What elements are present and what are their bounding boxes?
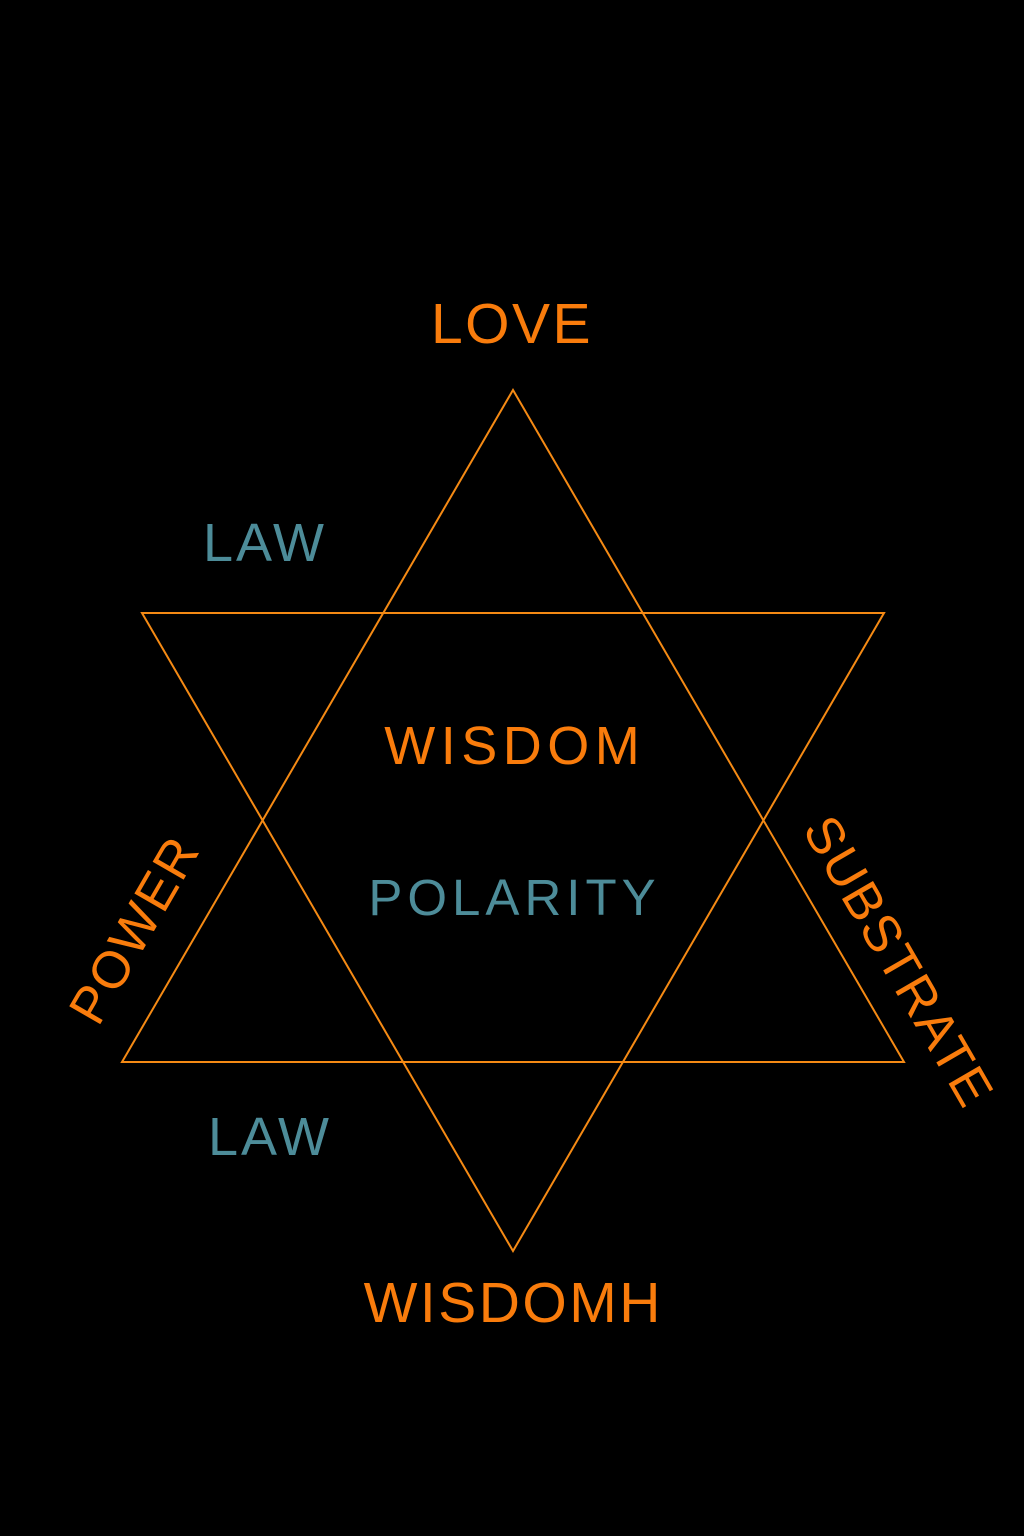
label-polarity: POLARITY (368, 869, 661, 926)
label-wisdomh: WISDOMH (363, 1271, 663, 1335)
downward-triangle (142, 613, 884, 1251)
label-love: LOVE (430, 292, 594, 356)
label-law-upper-left: LAW (203, 513, 328, 573)
label-wisdom: WISDOM (384, 716, 646, 776)
upward-triangle (122, 390, 904, 1062)
label-law-lower-left: LAW (208, 1107, 333, 1167)
